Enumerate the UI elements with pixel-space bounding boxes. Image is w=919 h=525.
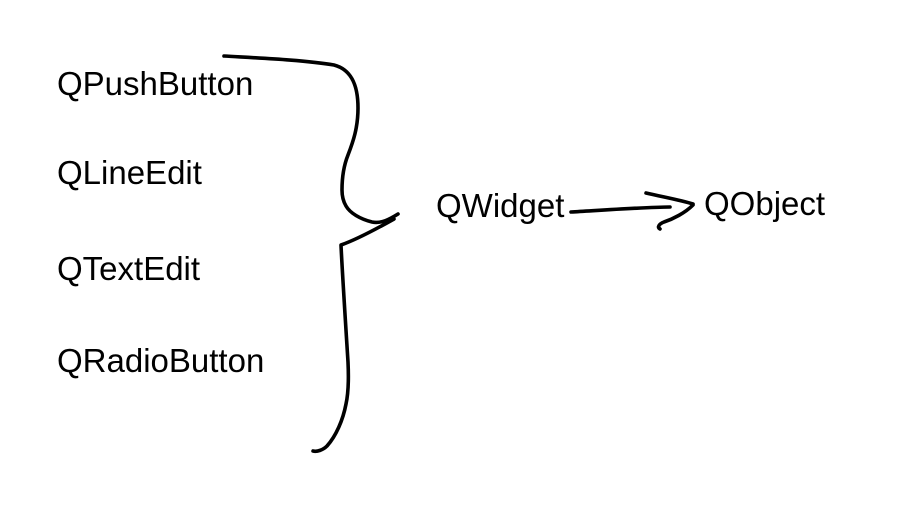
class-label-qobject: QObject <box>704 185 826 222</box>
class-label-qradiobutton: QRadioButton <box>57 342 265 379</box>
class-label-qlineedit: QLineEdit <box>57 154 202 191</box>
inheritance-arrow <box>569 191 695 231</box>
arrow-shaft <box>569 205 672 214</box>
class-label-qtextedit: QTextEdit <box>57 250 201 287</box>
arrow-head-lower-stroke <box>656 203 695 231</box>
curly-brace-lower-stroke <box>311 217 396 454</box>
arrow-head-upper-stroke <box>644 191 695 206</box>
curly-brace-drawing <box>222 54 400 454</box>
class-label-qpushbutton: QPushButton <box>57 65 254 102</box>
class-label-qwidget: QWidget <box>436 187 565 224</box>
